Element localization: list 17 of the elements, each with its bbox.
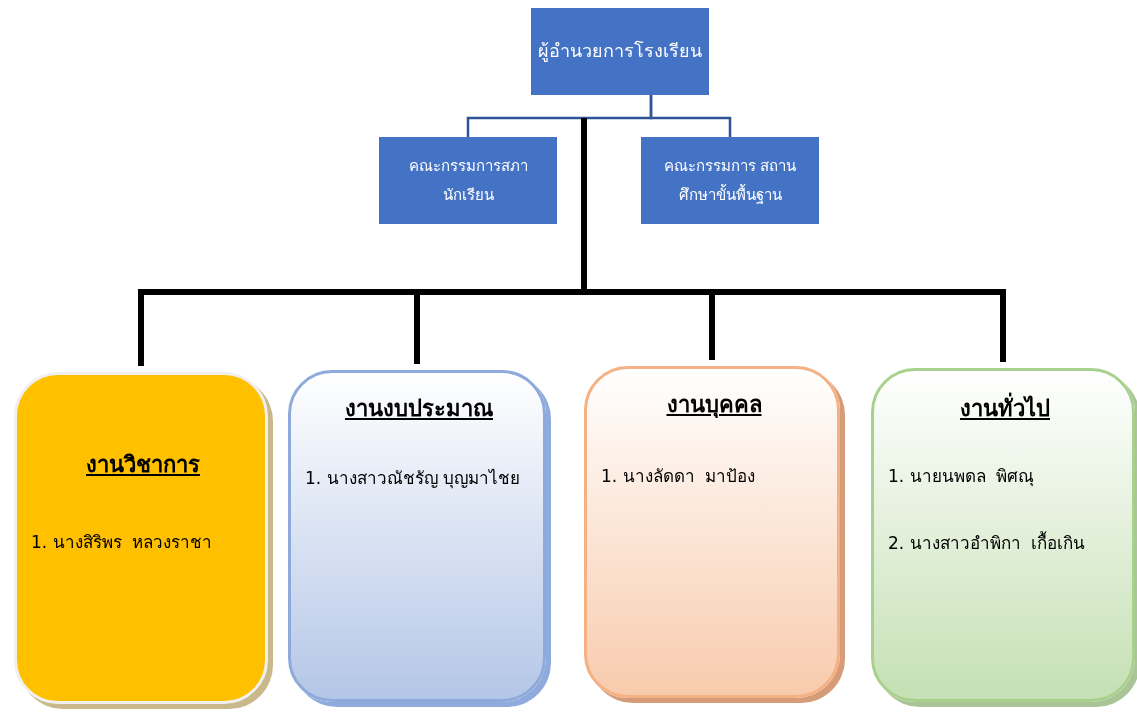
committee-box — [379, 137, 557, 224]
department-title: งานทั่วไป — [888, 391, 1122, 426]
member-name: 1. นางสิริพร หลวงราชา — [31, 531, 214, 554]
connector-line — [581, 118, 1006, 362]
member-name: 1. นางลัดดา มาป้อง — [601, 465, 757, 488]
member-name: 1. นายนพดล พิศณุ — [888, 465, 1036, 489]
director-box — [531, 8, 709, 95]
department-title: งานบุคคล — [665, 391, 763, 420]
member-name: 1. นางสาวณัชรัญ บุญมาไชย — [305, 467, 522, 491]
department-title: งานงบประมาณ — [344, 395, 494, 423]
box-title: ผู้อำนวยการโรงเรียน — [538, 39, 702, 64]
department-title: งานวิชาการ — [85, 451, 201, 479]
member-name: 2. นางสาวอำพิกา เกื้อเกิน — [888, 530, 1087, 555]
box-title: คณะกรรมการสภานักเรียน — [407, 156, 529, 206]
connector-line — [649, 95, 732, 137]
box-title: คณะกรรมการ สถานศึกษาขั้นพื้นฐาน — [662, 156, 798, 206]
committee-box — [641, 137, 819, 224]
